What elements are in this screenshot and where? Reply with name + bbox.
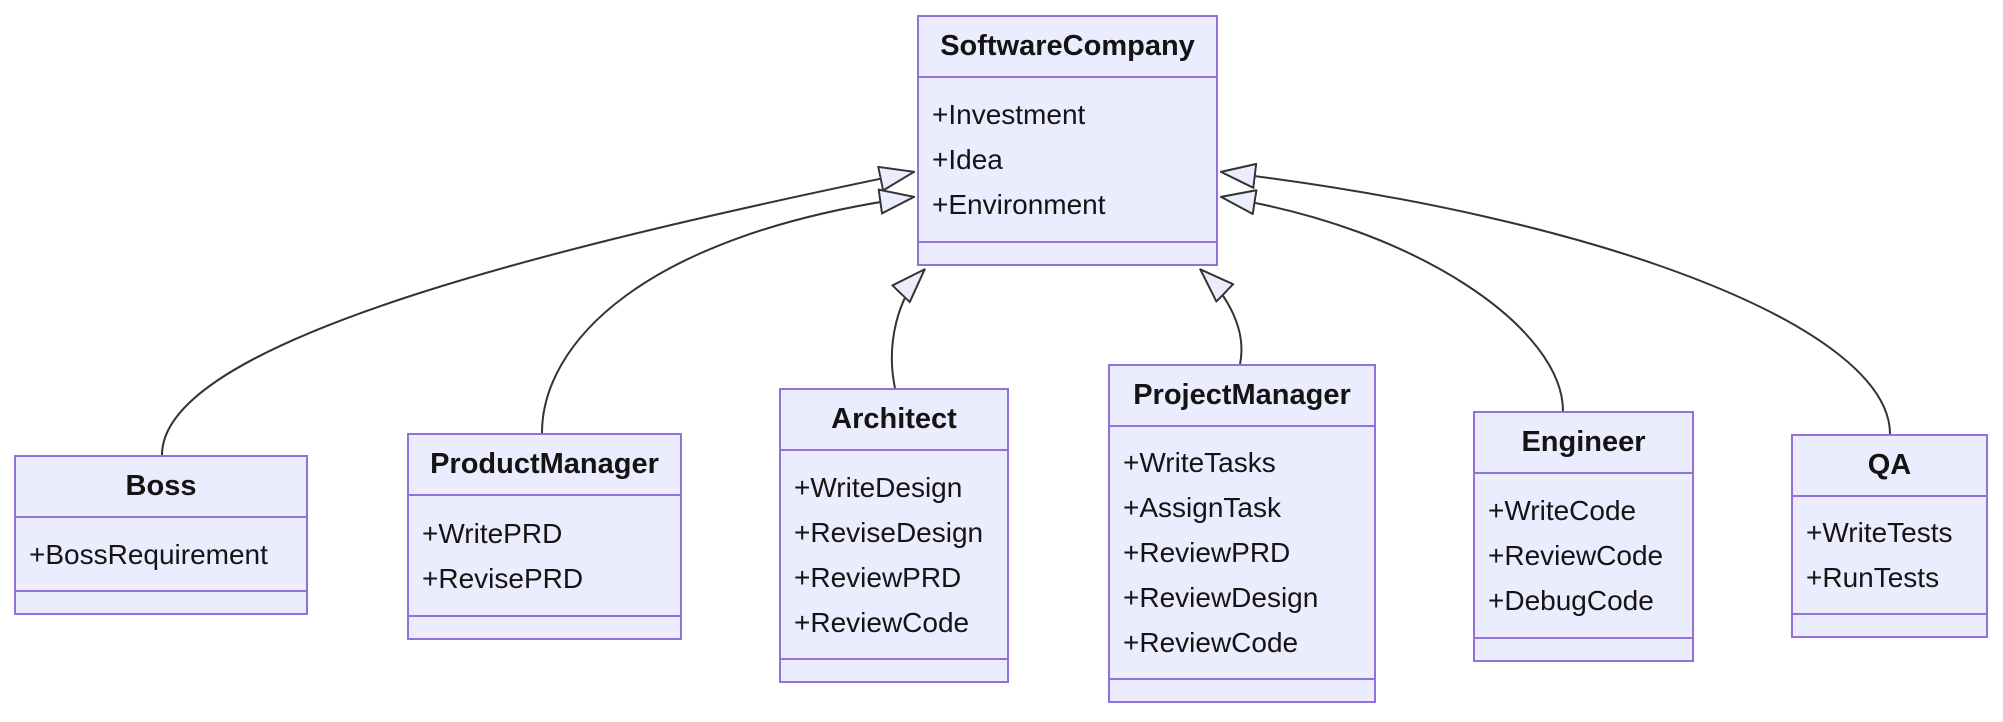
class-title: QA: [1793, 436, 1986, 497]
class-attributes: +WriteDesign +ReviseDesign +ReviewPRD +R…: [781, 451, 1007, 660]
class-attributes: +BossRequirement: [16, 518, 306, 592]
class-title: Engineer: [1475, 413, 1692, 474]
class-attribute: +Environment: [932, 189, 1106, 220]
class-methods-empty: [781, 660, 1007, 681]
class-title: ProductManager: [409, 435, 680, 496]
class-attribute: +Idea: [932, 144, 1003, 175]
class-attribute: +Investment: [932, 99, 1086, 130]
class-attributes: +WriteCode +ReviewCode +DebugCode: [1475, 474, 1692, 639]
class-attribute: +RunTests: [1806, 562, 1940, 593]
class-attribute: +ReviewCode: [794, 606, 970, 638]
class-attributes: +Investment +Idea +Environment: [919, 78, 1216, 243]
class-attribute: +AssignTask: [1123, 492, 1281, 523]
class-node-projectmanager: ProjectManager +WriteTasks +AssignTask +…: [1108, 364, 1376, 703]
class-title: Architect: [781, 390, 1007, 451]
class-attribute: +ReviewPRD: [794, 561, 962, 593]
class-methods-empty: [1110, 680, 1374, 701]
class-attribute: +WriteDesign: [794, 471, 963, 503]
class-node-architect: Architect +WriteDesign +ReviseDesign +Re…: [779, 388, 1009, 683]
class-node-qa: QA +WriteTests +RunTests: [1791, 434, 1988, 638]
class-attribute: +DebugCode: [1488, 585, 1654, 616]
class-attributes: +WriteTests +RunTests: [1793, 497, 1986, 615]
class-attribute: +WritePRD: [422, 517, 563, 549]
class-attribute: +WriteTests: [1806, 517, 1953, 548]
class-attribute: +ReviewDesign: [1123, 582, 1319, 613]
class-node-engineer: Engineer +WriteCode +ReviewCode +DebugCo…: [1473, 411, 1694, 662]
class-methods-empty: [409, 617, 680, 638]
class-methods-empty: [16, 592, 306, 613]
class-attribute: +ReviewCode: [1488, 540, 1664, 571]
class-attribute: +RevisePRD: [422, 562, 584, 594]
class-methods-empty: [1793, 615, 1986, 636]
class-methods-empty: [1475, 639, 1692, 660]
class-node-productmanager: ProductManager +WritePRD +RevisePRD: [407, 433, 682, 640]
edge-projectmanager-to-softwarecompany: [1201, 270, 1243, 365]
class-attributes: +WriteTasks +AssignTask +ReviewPRD +Revi…: [1110, 427, 1374, 680]
class-attributes: +WritePRD +RevisePRD: [409, 496, 680, 617]
class-node-softwarecompany: SoftwareCompany +Investment +Idea +Envir…: [917, 15, 1218, 266]
class-attribute: +ReviseDesign: [794, 516, 984, 548]
class-title: SoftwareCompany: [919, 17, 1216, 78]
class-title: ProjectManager: [1110, 366, 1374, 427]
class-attribute: +ReviewCode: [1123, 627, 1299, 658]
edge-architect-to-softwarecompany: [890, 270, 924, 389]
class-attribute: +BossRequirement: [29, 538, 268, 570]
class-attribute: +ReviewPRD: [1123, 537, 1291, 568]
class-node-boss: Boss +BossRequirement: [14, 455, 308, 615]
class-methods-empty: [919, 243, 1216, 264]
class-title: Boss: [16, 457, 306, 518]
class-attribute: +WriteTasks: [1123, 447, 1276, 478]
class-attribute: +WriteCode: [1488, 495, 1637, 526]
